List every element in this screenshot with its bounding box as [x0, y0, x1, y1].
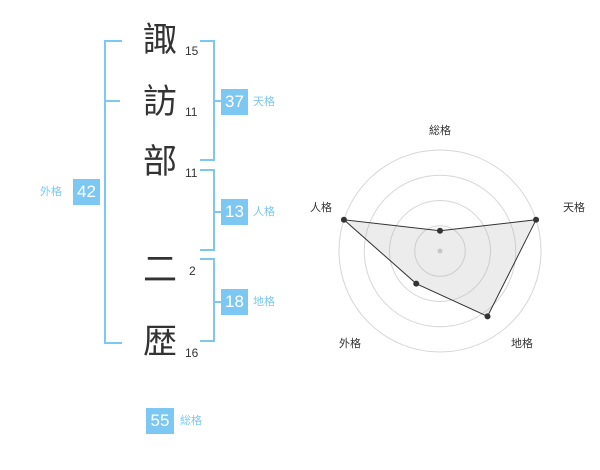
chikaku-value: 18 — [221, 289, 248, 315]
radar-ring-4 — [338, 149, 542, 353]
radar-ring-2 — [389, 200, 491, 302]
name-char-1: 諏 — [143, 20, 177, 60]
stroke-count-2: 11 — [185, 105, 198, 119]
chikaku-bracket-stem — [215, 301, 221, 303]
gaikaku-bracket — [104, 40, 122, 344]
tenkaku-value: 37 — [221, 89, 248, 115]
chikaku-bracket — [200, 258, 215, 342]
tenkaku-bracket-stem — [215, 100, 221, 102]
name-char-4: 二 — [143, 250, 177, 290]
radar-axis-label-1: 総格 — [429, 123, 451, 137]
name-char-5: 歴 — [143, 322, 177, 362]
radar-point-4 — [413, 280, 420, 287]
jinkaku-value: 13 — [221, 199, 248, 225]
name-char-3: 部 — [143, 142, 177, 182]
gaikaku-bracket-tick — [104, 100, 120, 102]
radar-data-area — [342, 219, 537, 318]
soukaku-value: 55 — [146, 408, 174, 434]
radar-axis-label-4: 外格 — [339, 336, 361, 350]
radar-axis-label-2: 天格 — [563, 200, 585, 214]
jinkaku-label: 人格 — [253, 205, 275, 218]
chikaku-label: 地格 — [253, 295, 275, 308]
radar-axis-label-5: 人格 — [310, 200, 332, 214]
stroke-count-1: 15 — [185, 44, 199, 58]
stroke-count-3: 11 — [185, 166, 198, 180]
gaikaku-label: 外格 — [40, 185, 62, 198]
tenkaku-label: 天格 — [253, 95, 275, 108]
jinkaku-bracket-stem — [215, 211, 221, 213]
radar-center-dot — [437, 248, 443, 254]
radar-axis-label-3: 地格 — [511, 336, 533, 350]
soukaku-label: 総格 — [180, 414, 202, 427]
radar-ring-3 — [363, 174, 517, 328]
radar-point-5 — [340, 216, 347, 223]
radar-point-2 — [533, 216, 540, 223]
stroke-count-4: 2 — [189, 264, 196, 278]
gaikaku-value: 42 — [73, 179, 100, 205]
name-char-2: 訪 — [143, 82, 177, 122]
radar-point-1 — [437, 227, 443, 234]
radar-ring-1 — [414, 225, 466, 277]
stroke-count-5: 16 — [185, 346, 199, 360]
radar-point-3 — [484, 313, 491, 320]
tenkaku-bracket — [200, 40, 215, 161]
jinkaku-bracket — [200, 169, 215, 251]
